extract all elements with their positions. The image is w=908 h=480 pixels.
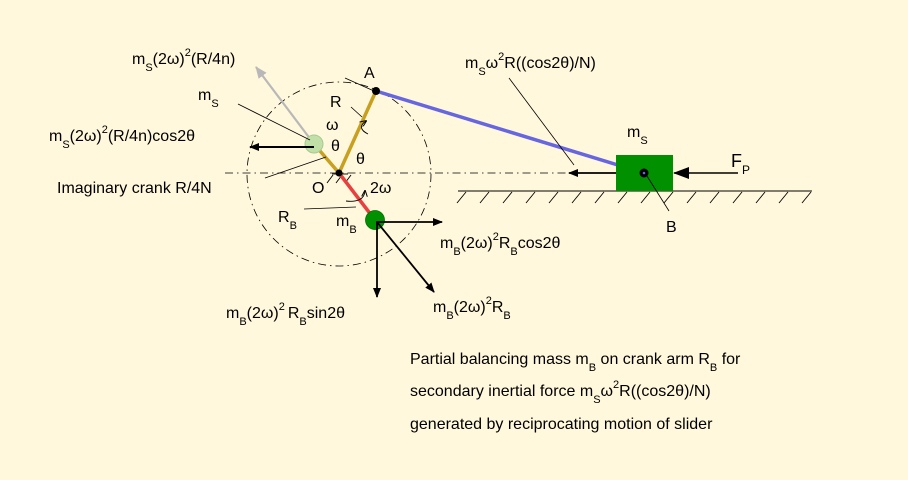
label-crank-r: R <box>330 94 342 111</box>
hatch-mark <box>594 191 605 204</box>
hatch-mark <box>456 191 467 204</box>
hatch-mark <box>548 191 559 204</box>
label-imaginary-horizontal-force: mS(2ω)2(R/4n)cos2θ <box>49 124 195 151</box>
label-mb-resultant-force: mB(2ω)2RB <box>433 295 511 322</box>
leader-secondary-force <box>508 77 575 166</box>
crank-path-circle <box>246 81 432 267</box>
caption-line-1: Partial balancing mass mB on crank arm R… <box>410 351 741 374</box>
label-two-omega: 2ω <box>370 180 391 197</box>
hatch-mark <box>525 191 536 204</box>
hatch-mark <box>663 191 674 204</box>
label-imaginary-mass: mS <box>198 87 219 110</box>
mb-resultant-force-arrow <box>376 221 435 293</box>
hatch-mark <box>709 191 720 204</box>
label-point-o: O <box>312 180 324 197</box>
hatch-mark <box>778 191 789 204</box>
label-imaginary-centrifugal-force: mS(2ω)2(R/4n) <box>132 47 235 74</box>
hatch-mark <box>640 191 651 204</box>
hatch-mark <box>479 191 490 204</box>
leader-ms <box>237 103 311 141</box>
omega-rotation-arrow <box>361 121 369 135</box>
label-mb-horizontal-force: mB(2ω)2RBcos2θ <box>440 231 561 258</box>
connecting-rod-ab <box>375 89 645 175</box>
label-imaginary-crank: Imaginary crank R/4N <box>57 180 212 197</box>
label-mb: mB <box>336 213 357 236</box>
label-secondary-force: mSω2R((cos2θ)/N) <box>465 51 596 78</box>
crank-arm-oa <box>337 90 378 174</box>
leader-b <box>646 175 670 212</box>
pin-o <box>335 169 343 177</box>
caption-line-3: generated by reciprocating motion of sli… <box>410 416 713 433</box>
leader-r <box>350 106 363 118</box>
label-point-b: B <box>666 219 677 236</box>
imaginary-mass <box>304 134 324 154</box>
two-omega-rotation-arrow <box>345 191 365 202</box>
label-theta-1: θ <box>331 138 340 155</box>
label-theta-2: θ <box>356 151 365 168</box>
leader-lines <box>237 77 670 212</box>
label-rb: RB <box>278 209 297 232</box>
pin-a <box>372 87 380 95</box>
hatch-mark <box>755 191 766 204</box>
imaginary-centrifugal-force-arrow <box>255 66 315 145</box>
label-fp: FP <box>731 151 750 177</box>
leader-imaginary-crank <box>264 156 327 179</box>
hatch-mark <box>571 191 582 204</box>
pin-b-center <box>642 171 646 175</box>
label-point-a: A <box>364 65 375 82</box>
hatch-mark <box>502 191 513 204</box>
label-omega: ω <box>326 117 339 134</box>
leader-rb <box>303 206 357 210</box>
caption: Partial balancing mass mB on crank arm R… <box>410 351 741 433</box>
ground-hatching <box>456 191 812 204</box>
caption-line-2: secondary inertial force mSω2R((cos2θ)/N… <box>410 379 711 406</box>
leader-a <box>344 77 375 92</box>
hatch-mark <box>617 191 628 204</box>
label-slider-mass: mS <box>627 124 648 147</box>
hatch-mark <box>732 191 743 204</box>
hatch-mark <box>686 191 697 204</box>
hatch-mark <box>801 191 812 204</box>
